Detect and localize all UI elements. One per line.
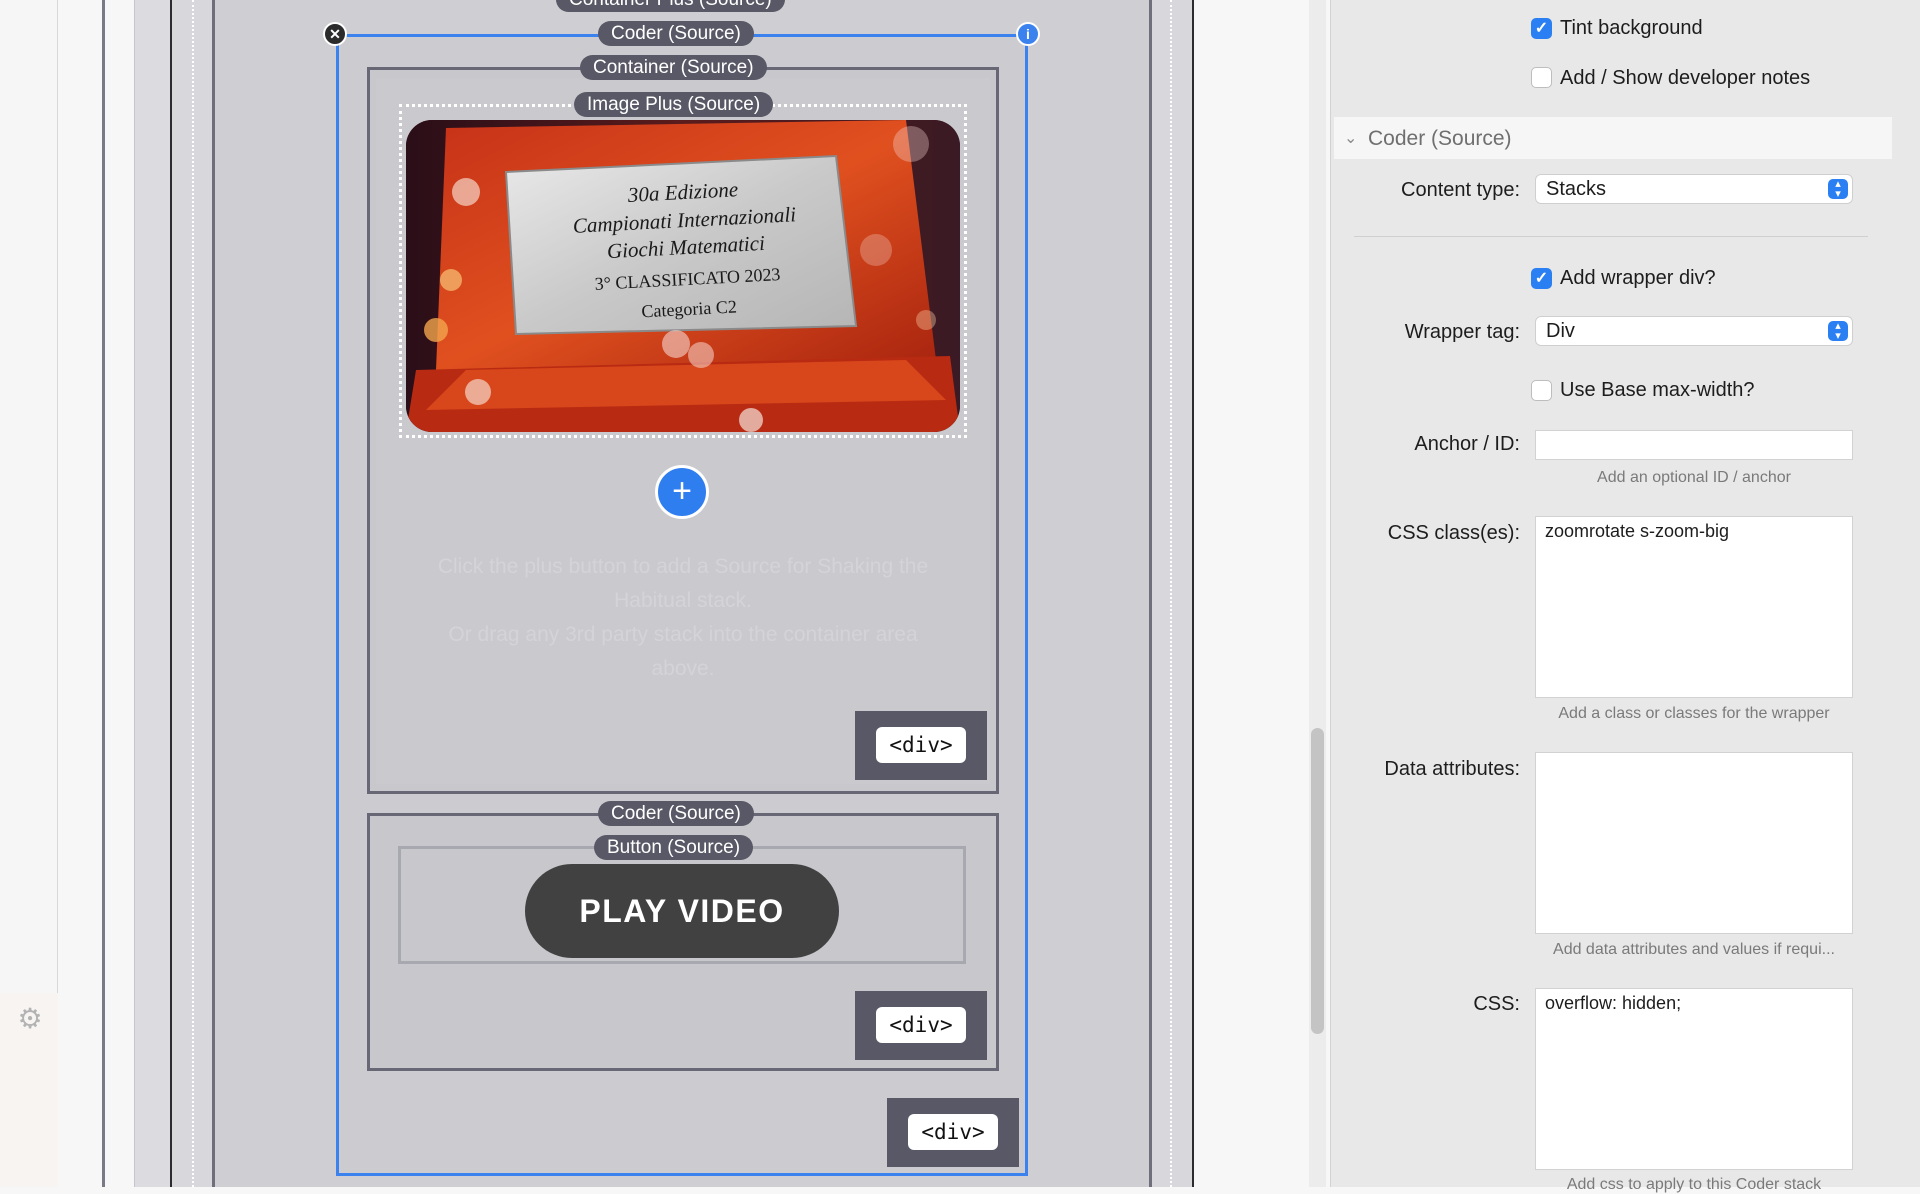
tint-background-checkbox[interactable]: ✓ bbox=[1531, 18, 1552, 39]
separator bbox=[1354, 236, 1868, 237]
base-max-width-checkbox[interactable] bbox=[1531, 380, 1552, 401]
chevron-down-icon[interactable]: ⌄ bbox=[1344, 130, 1358, 147]
section-header-coder[interactable] bbox=[1334, 117, 1892, 159]
anchor-help: Add an optional ID / anchor bbox=[1597, 469, 1791, 486]
gear-icon[interactable]: ⚙ bbox=[17, 1003, 43, 1034]
close-icon[interactable]: ✕ bbox=[323, 22, 347, 46]
hint-line: above. bbox=[651, 657, 715, 680]
div-tag-container[interactable]: <div> bbox=[855, 711, 987, 780]
data-attributes-label: Data attributes: bbox=[1384, 758, 1520, 780]
hint-line: Click the plus button to add a Source fo… bbox=[437, 555, 929, 578]
container-plus-label[interactable]: Container Plus (Source) bbox=[556, 0, 785, 12]
add-source-button[interactable]: + bbox=[655, 465, 709, 519]
css-classes-help: Add a class or classes for the wrapper bbox=[1558, 705, 1830, 722]
tint-background-label: Tint background bbox=[1560, 17, 1703, 39]
content-type-value: Stacks bbox=[1546, 178, 1607, 200]
base-max-width-label: Use Base max-width? bbox=[1560, 379, 1755, 401]
empty-container-hint: Click the plus button to add a Source fo… bbox=[406, 550, 960, 686]
css-classes-textarea[interactable]: zoomrotate s-zoom-big bbox=[1535, 516, 1853, 698]
content-type-label: Content type: bbox=[1401, 179, 1520, 201]
container-stack-label[interactable]: Container (Source) bbox=[580, 55, 767, 80]
developer-notes-checkbox[interactable] bbox=[1531, 67, 1552, 88]
chevron-updown-icon: ▴▾ bbox=[1828, 321, 1848, 342]
button-stack-label[interactable]: Button (Source) bbox=[594, 835, 754, 860]
gutter-footer bbox=[0, 993, 58, 1187]
play-video-button[interactable]: PLAY VIDEO bbox=[525, 864, 839, 958]
wrapper-tag-label: Wrapper tag: bbox=[1404, 321, 1520, 343]
css-classes-label: CSS class(es): bbox=[1387, 522, 1520, 544]
section-title[interactable]: Coder (Source) bbox=[1368, 127, 1512, 150]
left-gutter bbox=[0, 0, 58, 1187]
coder-stack-label[interactable]: Coder (Source) bbox=[598, 21, 754, 46]
coder-stack-2-label[interactable]: Coder (Source) bbox=[598, 801, 754, 826]
div-tag-coder[interactable]: <div> bbox=[887, 1098, 1019, 1167]
developer-notes-label: Add / Show developer notes bbox=[1560, 67, 1811, 89]
wrapper-tag-select[interactable]: Div ▴▾ bbox=[1535, 316, 1853, 346]
hint-line: Habitual stack. bbox=[614, 589, 752, 612]
trophy-photo: 30a Edizione Campionati Internazionali G… bbox=[406, 120, 960, 432]
add-wrapper-label: Add wrapper div? bbox=[1560, 267, 1716, 289]
info-icon[interactable]: i bbox=[1016, 22, 1040, 46]
div-tag-badge[interactable]: <div> bbox=[908, 1114, 998, 1150]
canvas-stage bbox=[102, 0, 1194, 1187]
data-attributes-textarea[interactable] bbox=[1535, 752, 1853, 934]
scrollbar-thumb[interactable] bbox=[1311, 728, 1324, 1034]
trophy-photo-image bbox=[406, 120, 960, 432]
anchor-label: Anchor / ID: bbox=[1414, 433, 1520, 455]
div-tag-badge[interactable]: <div> bbox=[876, 1007, 966, 1043]
image-plus-label[interactable]: Image Plus (Source) bbox=[574, 92, 774, 117]
div-tag-coder2[interactable]: <div> bbox=[855, 991, 987, 1060]
outer-dotted-guide bbox=[192, 0, 1172, 1187]
data-attributes-help: Add data attributes and values if requi.… bbox=[1553, 941, 1835, 958]
css-label: CSS: bbox=[1473, 993, 1520, 1015]
css-help: Add css to apply to this Coder stack bbox=[1566, 1176, 1822, 1193]
hint-line: Or drag any 3rd party stack into the con… bbox=[448, 623, 918, 646]
anchor-input[interactable] bbox=[1535, 430, 1853, 460]
content-type-select[interactable]: Stacks ▴▾ bbox=[1535, 174, 1853, 204]
css-textarea[interactable]: overflow: hidden; bbox=[1535, 988, 1853, 1170]
div-tag-badge[interactable]: <div> bbox=[876, 727, 966, 763]
chevron-updown-icon: ▴▾ bbox=[1828, 179, 1848, 200]
add-wrapper-checkbox[interactable]: ✓ bbox=[1531, 268, 1552, 289]
wrapper-tag-value: Div bbox=[1546, 320, 1575, 342]
